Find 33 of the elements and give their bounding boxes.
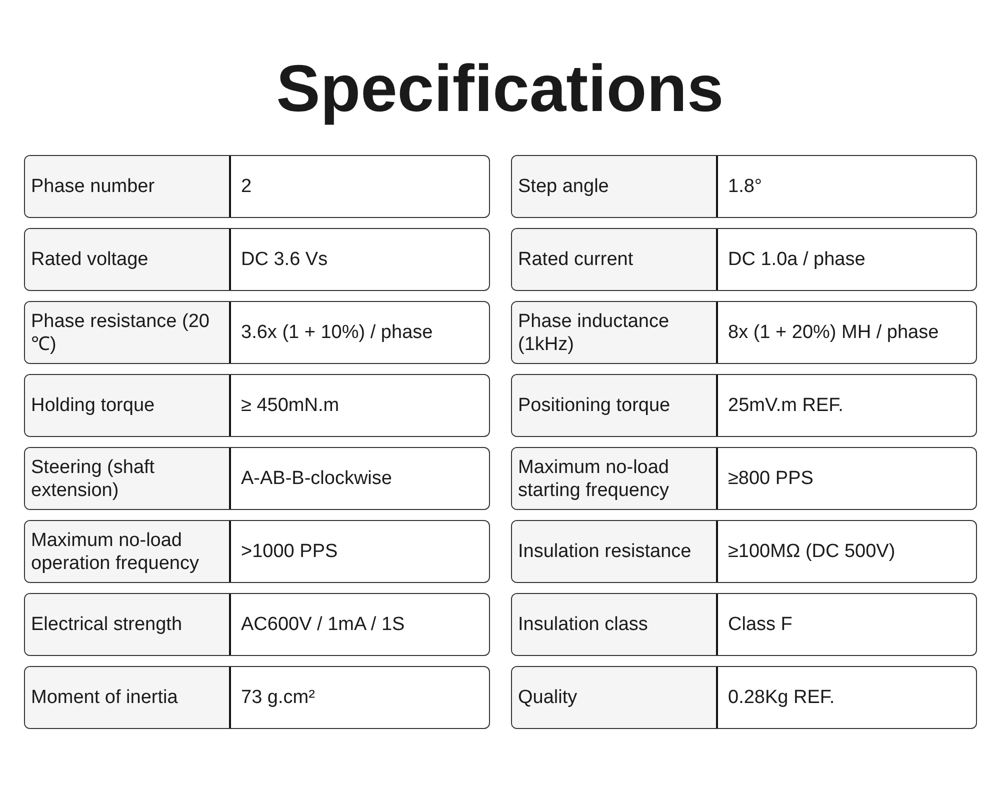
- spec-value: 0.28Kg REF.: [728, 686, 835, 709]
- spec-value: AC600V / 1mA / 1S: [241, 613, 405, 636]
- spec-name: Electrical strength: [31, 613, 182, 636]
- spec-value: 73 g.cm²: [241, 686, 315, 709]
- spec-value: ≥800 PPS: [728, 467, 814, 490]
- spec-name: Moment of inertia: [31, 686, 178, 709]
- spec-name: Insulation class: [518, 613, 648, 636]
- spec-name: Rated voltage: [31, 248, 148, 271]
- spec-name: Quality: [518, 686, 578, 709]
- spec-name: Step angle: [518, 175, 609, 198]
- spec-name: Insulation resistance: [518, 540, 692, 563]
- spec-name: Maximum no-load operation frequency: [31, 528, 200, 574]
- spec-value: A-AB-B-clockwise: [241, 467, 392, 490]
- spec-value: >1000 PPS: [241, 540, 338, 563]
- spec-name: Positioning torque: [518, 394, 670, 417]
- spec-value: Class F: [728, 613, 792, 636]
- spec-value: 3.6x (1 + 10%) / phase: [241, 321, 433, 344]
- spec-value: 25mV.m REF.: [728, 394, 844, 417]
- page-title: Specifications: [275, 50, 725, 127]
- spec-value: 2: [241, 175, 252, 198]
- spec-name: Maximum no-load starting frequency: [518, 456, 670, 502]
- spec-value: ≥ 450mN.m: [241, 394, 340, 417]
- spec-name: Rated current: [518, 248, 634, 271]
- spec-value: 1.8°: [728, 175, 762, 198]
- spec-value: DC 3.6 Vs: [241, 248, 328, 271]
- spec-name: Holding torque: [31, 394, 155, 417]
- spec-name: Steering (shaft extension): [31, 456, 156, 502]
- spec-name: Phase number: [31, 175, 155, 198]
- spec-value: DC 1.0a / phase: [728, 248, 866, 271]
- spec-name: Phase resistance (20 ℃): [31, 310, 210, 356]
- spec-name: Phase inductance (1kHz): [518, 310, 670, 356]
- spec-value: 8x (1 + 20%) MH / phase: [728, 321, 939, 344]
- spec-value: ≥100MΩ (DC 500V): [728, 540, 896, 563]
